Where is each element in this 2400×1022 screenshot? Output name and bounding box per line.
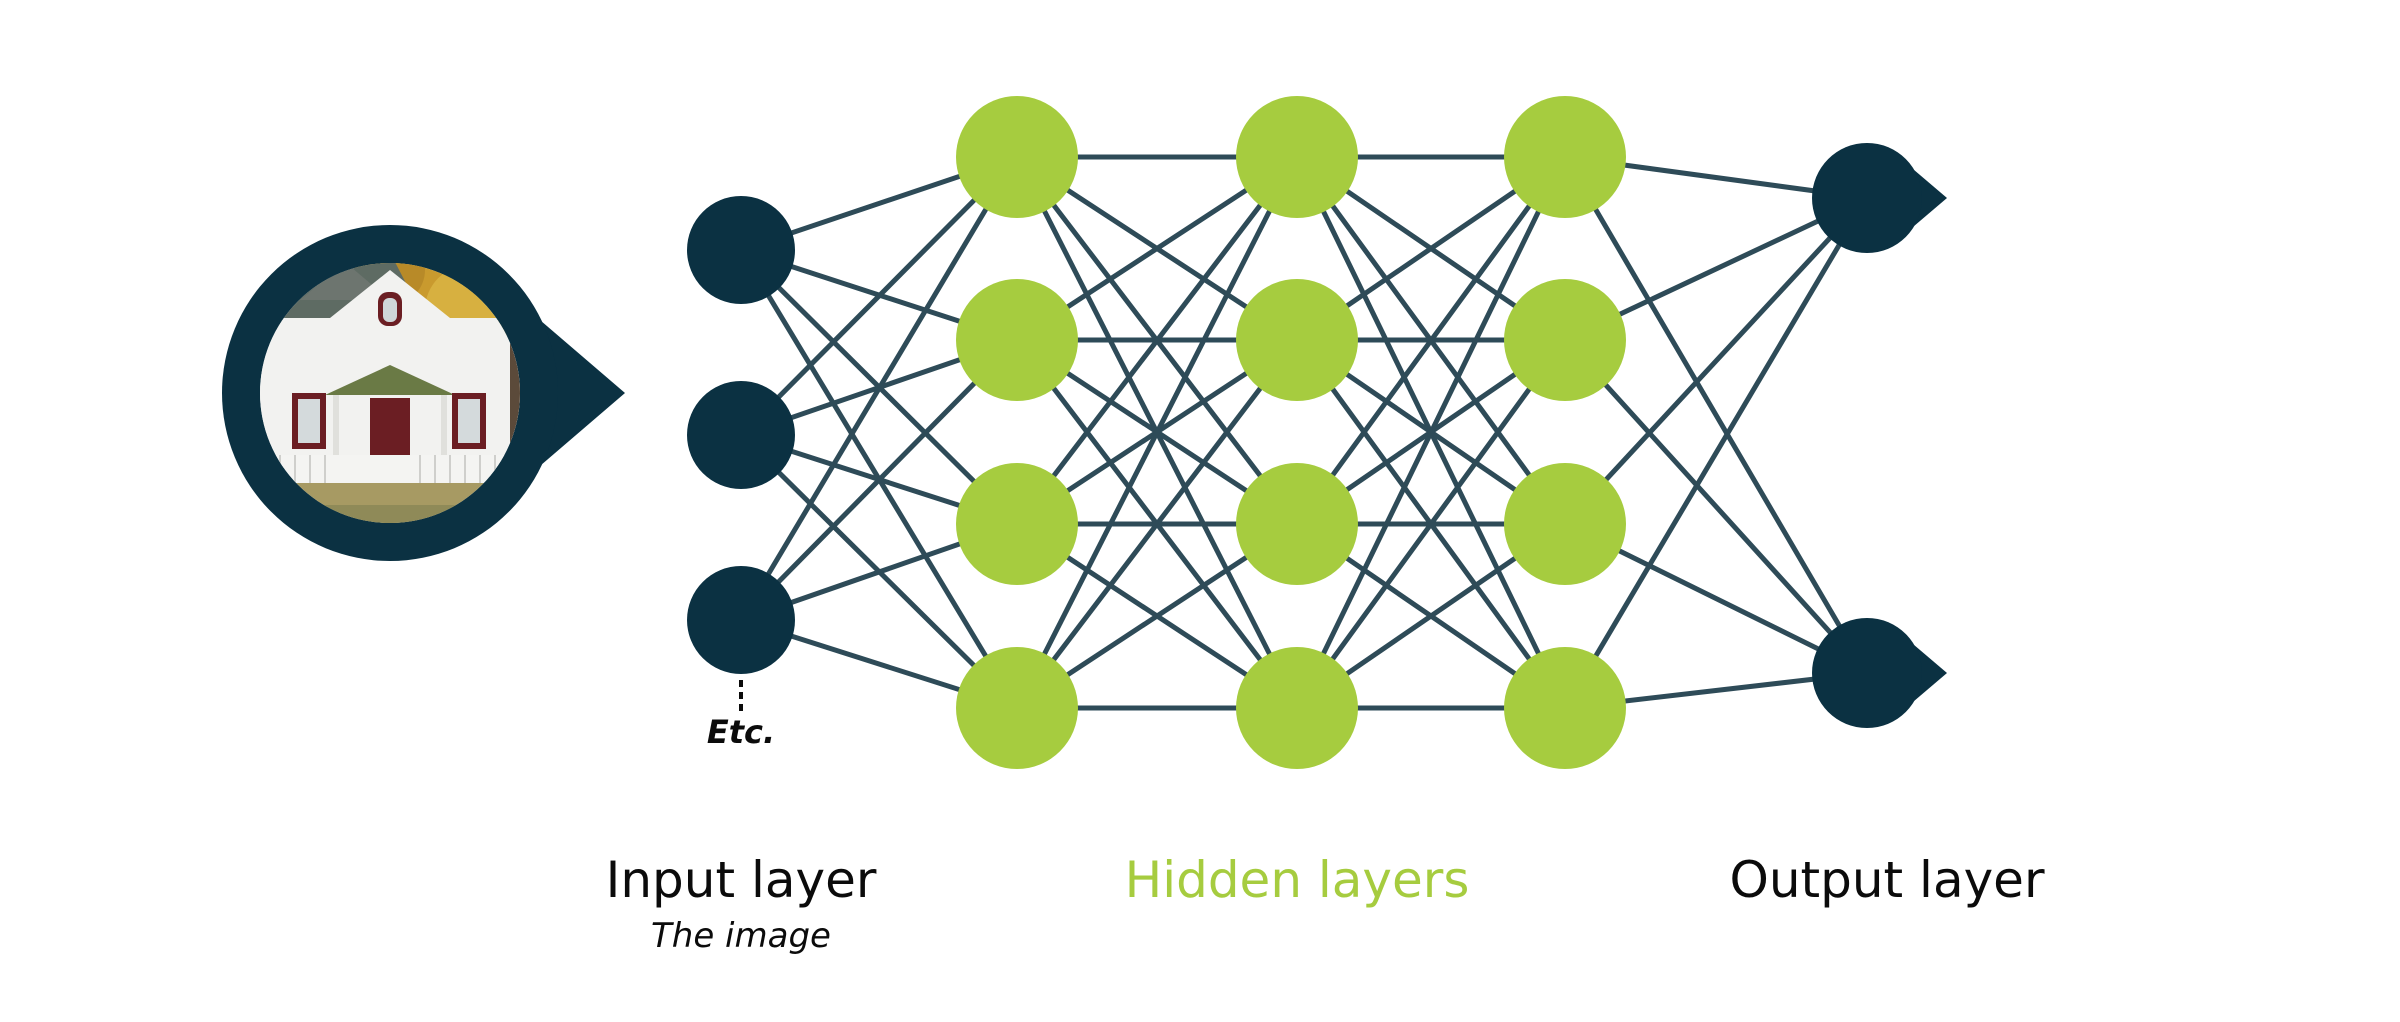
- connection-line: [739, 155, 1019, 437]
- connection-line: [1015, 338, 1299, 710]
- input-image-bubble: [222, 225, 625, 561]
- output-node-1: [1812, 143, 1947, 253]
- etc-label: Etc.: [706, 713, 776, 751]
- hidden-node-l2-2: [1236, 279, 1358, 401]
- hidden-node-l1-3: [956, 463, 1078, 585]
- input-node-3: [687, 566, 795, 674]
- connections-group: [738, 154, 1870, 711]
- hidden-node-l3-4: [1504, 647, 1626, 769]
- hidden-node-l1-4: [956, 647, 1078, 769]
- connection-line: [1294, 155, 1568, 526]
- input-layer-title: Input layer: [605, 851, 877, 909]
- hidden-node-l1-1: [956, 96, 1078, 218]
- connection-line: [1562, 196, 1870, 710]
- input-layer-subtitle: The image: [651, 916, 831, 956]
- connection-line: [1562, 155, 1870, 675]
- input-node-1: [687, 196, 795, 304]
- hidden-node-l2-4: [1236, 647, 1358, 769]
- hidden-node-l1-2: [956, 279, 1078, 401]
- output-layer-title: Output layer: [1729, 851, 2045, 909]
- hidden-node-l2-3: [1236, 463, 1358, 585]
- nodes-group: [687, 96, 1947, 769]
- connection-line: [1294, 338, 1568, 710]
- connection-line: [738, 155, 1020, 622]
- output-node-2: [1812, 618, 1947, 728]
- connection-line: [1014, 155, 1300, 710]
- input-node-2: [687, 381, 795, 489]
- hidden-node-l3-3: [1504, 463, 1626, 585]
- connection-line: [1563, 196, 1869, 526]
- hidden-node-l2-1: [1236, 96, 1358, 218]
- connection-line: [1015, 155, 1299, 526]
- hidden-node-l3-1: [1504, 96, 1626, 218]
- connection-line: [1563, 338, 1869, 675]
- hidden-node-l3-2: [1504, 279, 1626, 401]
- connection-line: [1294, 155, 1568, 710]
- connection-line: [739, 338, 1019, 622]
- hidden-layers-title: Hidden layers: [1124, 851, 1470, 909]
